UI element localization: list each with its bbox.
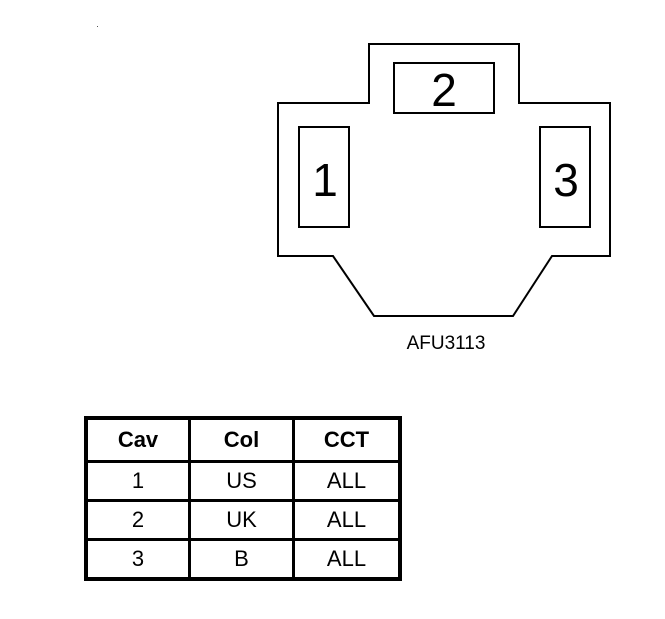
cell-cct: ALL <box>292 499 402 541</box>
cell-cct: ALL <box>292 460 402 502</box>
cell-col: UK <box>188 499 295 541</box>
header-cav: Cav <box>84 416 191 463</box>
table-row: 2 UK ALL <box>84 499 402 541</box>
cavity-1-label: 1 <box>312 154 338 206</box>
table-row: 1 US ALL <box>84 460 402 502</box>
cavity-2-label: 2 <box>431 64 457 116</box>
cell-col: US <box>188 460 295 502</box>
connector-outline <box>277 43 611 317</box>
cavity-3-label: 3 <box>553 154 579 206</box>
table-row: 3 B ALL <box>84 538 402 581</box>
cavity-1-box <box>298 126 350 228</box>
pin-table: Cav Col CCT 1 US ALL 2 UK ALL 3 B ALL <box>84 416 402 581</box>
stray-dot <box>97 26 98 27</box>
part-code-label: AFU3113 <box>407 333 486 354</box>
connector-diagram: 2 1 3 AFU3113 <box>277 43 611 354</box>
cavity-3-box <box>539 126 591 228</box>
cell-cav: 2 <box>84 499 191 541</box>
header-cct: CCT <box>292 416 402 463</box>
cavity-2-box <box>393 62 495 114</box>
cell-cav: 1 <box>84 460 191 502</box>
header-col: Col <box>188 416 295 463</box>
cell-cav: 3 <box>84 538 191 581</box>
cell-cct: ALL <box>292 538 402 581</box>
cell-col: B <box>188 538 295 581</box>
table-header-row: Cav Col CCT <box>84 416 402 463</box>
